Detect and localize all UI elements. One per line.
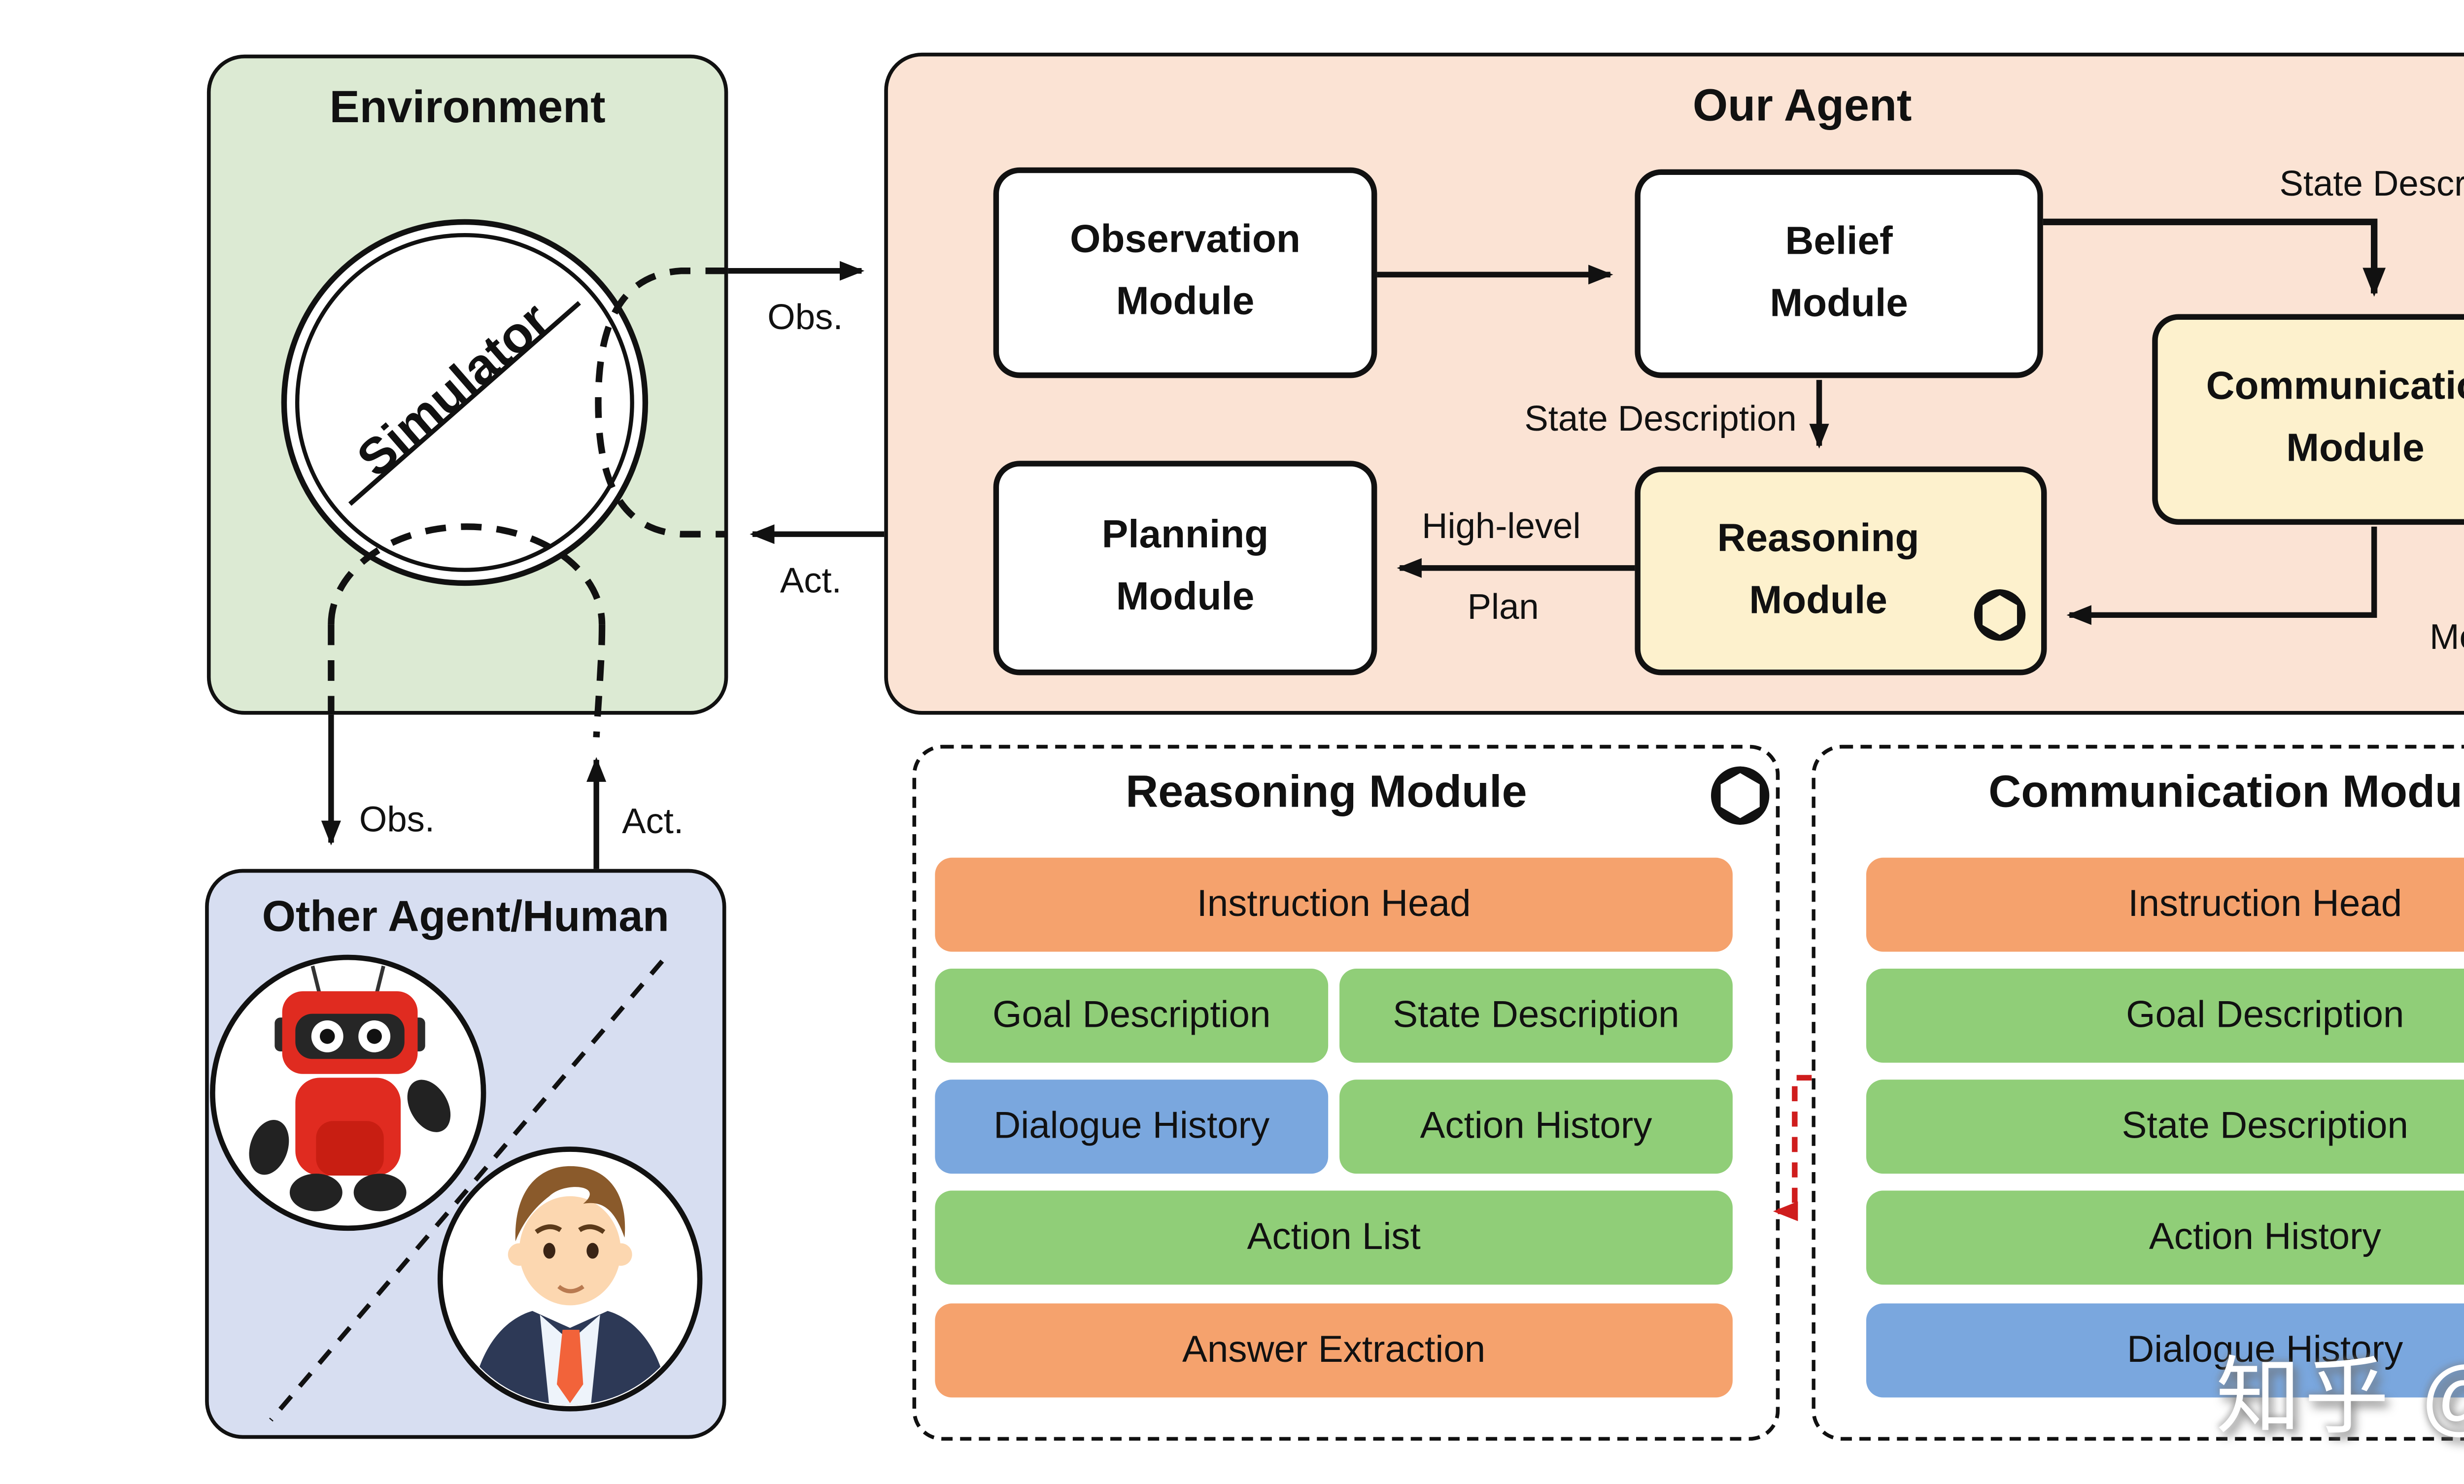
dashed-stub-right (593, 624, 606, 738)
simulator-circle (281, 219, 649, 586)
communication-panel-title: Communication Module (1988, 767, 2464, 818)
dashed-observability-loop-bottom (328, 523, 606, 625)
prompt-row: Action List (935, 1190, 1733, 1285)
state-description-label-mid: State Description (1524, 401, 1797, 440)
prompt-row: Goal Description (935, 969, 1329, 1063)
prompt-row: Instruction Head (1866, 857, 2464, 952)
act-label-bottom: Act. (622, 803, 684, 843)
gpt-icon (1974, 589, 2026, 641)
prompt-row: Goal Description (1866, 969, 2464, 1063)
belief-module-box: Belief Module (1635, 169, 2043, 378)
prompt-row: Dialogue History (1866, 1303, 2464, 1398)
prompt-row: State Description (1866, 1079, 2464, 1174)
arrow-red-dashed-comm-to-action-list (1773, 1075, 1812, 1221)
prompt-row: Action History (1866, 1190, 2464, 1285)
prompt-row: Answer Extraction (935, 1303, 1733, 1398)
obs-label-bottom: Obs. (359, 801, 435, 841)
reasoning-panel-title: Reasoning Module (1126, 767, 1527, 818)
gpt-icon (1711, 766, 1770, 825)
communication-module-box: Communication Module (2152, 314, 2464, 525)
prompt-row: Action History (1339, 1079, 1733, 1174)
obs-label-top: Obs. (767, 299, 843, 339)
prompt-row: Dialogue History (935, 1079, 1329, 1174)
reasoning-module-box: Reasoning Module (1635, 466, 2047, 675)
robot-icon (210, 954, 486, 1231)
plan-label: Plan (1467, 588, 1539, 629)
watermark: 知乎 @紫气东来 (2216, 1349, 2464, 1445)
arrow-belief-to-communication (2043, 218, 2386, 297)
observation-module-box: Observation Module (993, 167, 1377, 378)
message-label: Message (2430, 618, 2464, 659)
prompt-row: State Description (1339, 969, 1733, 1063)
high-level-label: High-level (1422, 507, 1581, 547)
state-description-label-right: State Description (2279, 165, 2464, 205)
other-agent-title: Other Agent/Human (262, 891, 669, 941)
our-agent-title: Our Agent (1692, 81, 1912, 132)
other-agent-divider (269, 959, 664, 1422)
environment-title: Environment (329, 82, 606, 134)
human-icon (437, 1147, 703, 1412)
arrow-communication-to-reasoning-message (2066, 526, 2377, 625)
planning-module-box: Planning Module (993, 461, 1377, 675)
simulator-underline (348, 301, 581, 506)
prompt-row: Instruction Head (935, 857, 1733, 952)
dashed-observability-loop-right (595, 268, 726, 538)
act-label-top: Act. (780, 562, 842, 602)
